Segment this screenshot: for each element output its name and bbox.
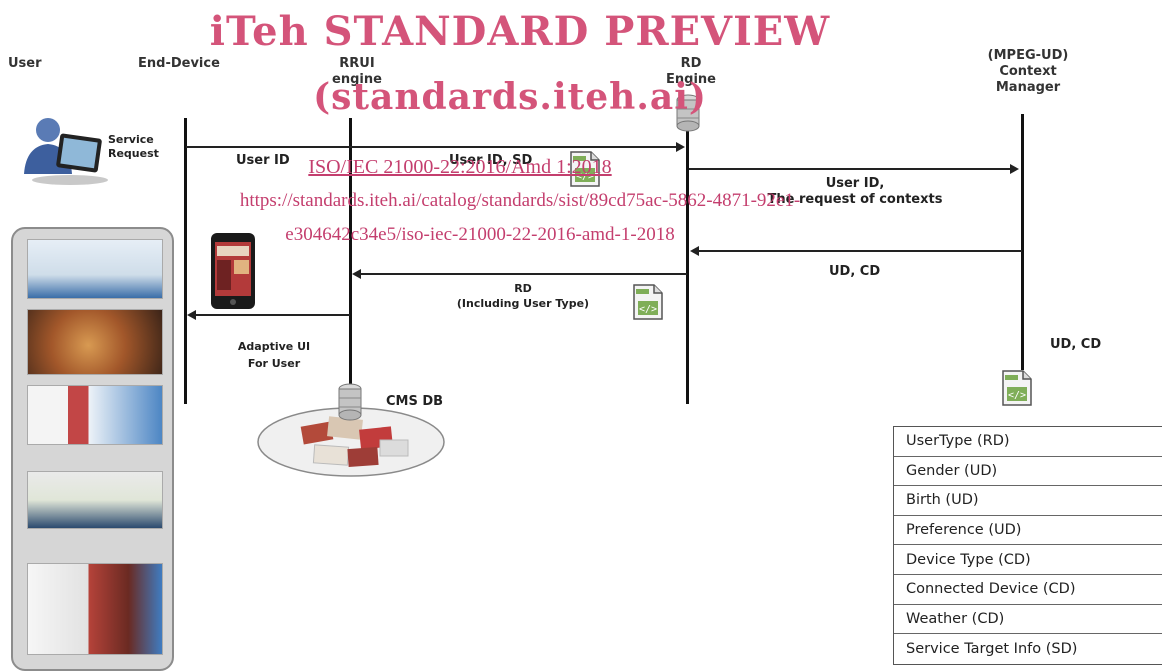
context-row-usertype: UserType (RD) (894, 427, 1162, 457)
context-row-weather: Weather (CD) (894, 605, 1162, 635)
svg-text:</>: </> (1008, 390, 1026, 401)
actor-rd-line1: RD (663, 56, 719, 72)
actor-rrui-line1: RRUI (332, 56, 382, 72)
label-adaptive-ui: Adaptive UI For User (222, 338, 326, 372)
watermark-doc-link[interactable]: ISO/IEC 21000-22:2016/Amd 1:2018 (0, 156, 980, 179)
actor-end-device: End-Device (138, 56, 220, 72)
xml-document-icon: </> (1001, 369, 1033, 407)
context-row-device-type: Device Type (CD) (894, 545, 1162, 575)
label-cms-db: CMS DB (386, 394, 443, 410)
xml-document-icon: </> (632, 283, 664, 321)
label-rd-line1: RD (447, 281, 599, 296)
arrow-user-id-sd (186, 146, 683, 148)
label-ud-cd-return: UD, CD (829, 264, 880, 280)
label-rd: RD (Including User Type) (447, 281, 599, 311)
watermark-url-line2[interactable]: e304642c34e5/iso-iec-21000-22-2016-amd-1… (0, 224, 1000, 246)
screenshot-thumbnail (27, 239, 163, 299)
arrow-ud-cd-return (692, 250, 1022, 252)
screenshot-thumbnail (27, 471, 163, 529)
label-adaptive-line2: For User (222, 355, 326, 372)
lifeline-context-manager (1021, 114, 1024, 370)
cms-database-icon (338, 383, 362, 423)
label-adaptive-line1: Adaptive UI (222, 338, 326, 355)
label-rd-line2: (Including User Type) (447, 296, 599, 311)
context-table: UserType (RD) Gender (UD) Birth (UD) Pre… (893, 426, 1162, 665)
context-row-service-target: Service Target Info (SD) (894, 634, 1162, 664)
context-row-connected-device: Connected Device (CD) (894, 575, 1162, 605)
watermark-title: iTeh STANDARD PREVIEW (0, 8, 1040, 55)
adaptive-ui-screenshots-panel (11, 227, 174, 671)
screenshot-thumbnail (27, 309, 163, 375)
actor-user: User (8, 56, 42, 72)
arrow-adaptive-ui (189, 314, 350, 316)
arrow-rd-return (354, 273, 687, 275)
watermark-url-line1[interactable]: https://standards.iteh.ai/catalog/standa… (0, 190, 1040, 212)
service-request-line1: Service (108, 133, 159, 147)
context-row-preference: Preference (UD) (894, 516, 1162, 546)
screenshot-thumbnail (27, 563, 163, 655)
label-ud-cd-doc: UD, CD (1050, 337, 1101, 353)
screenshot-thumbnail (27, 385, 163, 445)
context-row-birth: Birth (UD) (894, 486, 1162, 516)
watermark-subtitle: (standards.iteh.ai) (0, 76, 1030, 118)
svg-text:</>: </> (639, 304, 657, 315)
context-row-gender: Gender (UD) (894, 457, 1162, 487)
